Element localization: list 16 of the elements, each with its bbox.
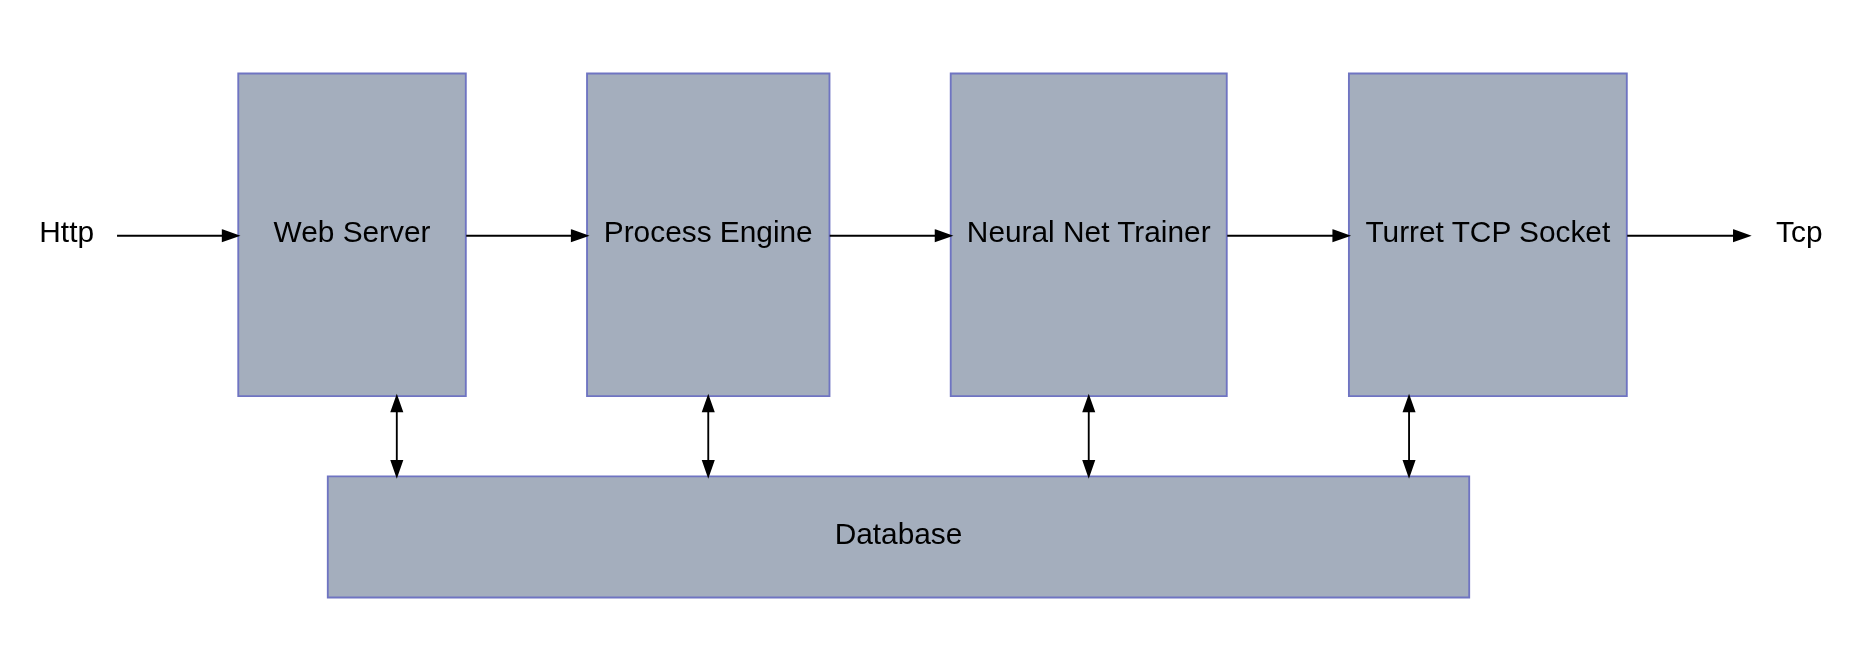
node-box: Database [326, 474, 1471, 598]
node-text: Tcp [1776, 214, 1823, 248]
node-box: Web Server [237, 72, 467, 397]
arrow [828, 228, 954, 242]
arrow [390, 393, 404, 479]
arrow [1226, 228, 1352, 242]
node-box: Neural Net Trainer [949, 72, 1228, 397]
arrow [1402, 393, 1416, 479]
node-box: Turret TCP Socket [1347, 72, 1628, 397]
arrow [1626, 228, 1752, 242]
arrow [701, 393, 715, 479]
arrow [465, 228, 590, 242]
node-text: Http [39, 214, 95, 248]
arrow [116, 228, 241, 242]
node-box: Process Engine [586, 72, 831, 397]
arrow [1082, 393, 1096, 479]
